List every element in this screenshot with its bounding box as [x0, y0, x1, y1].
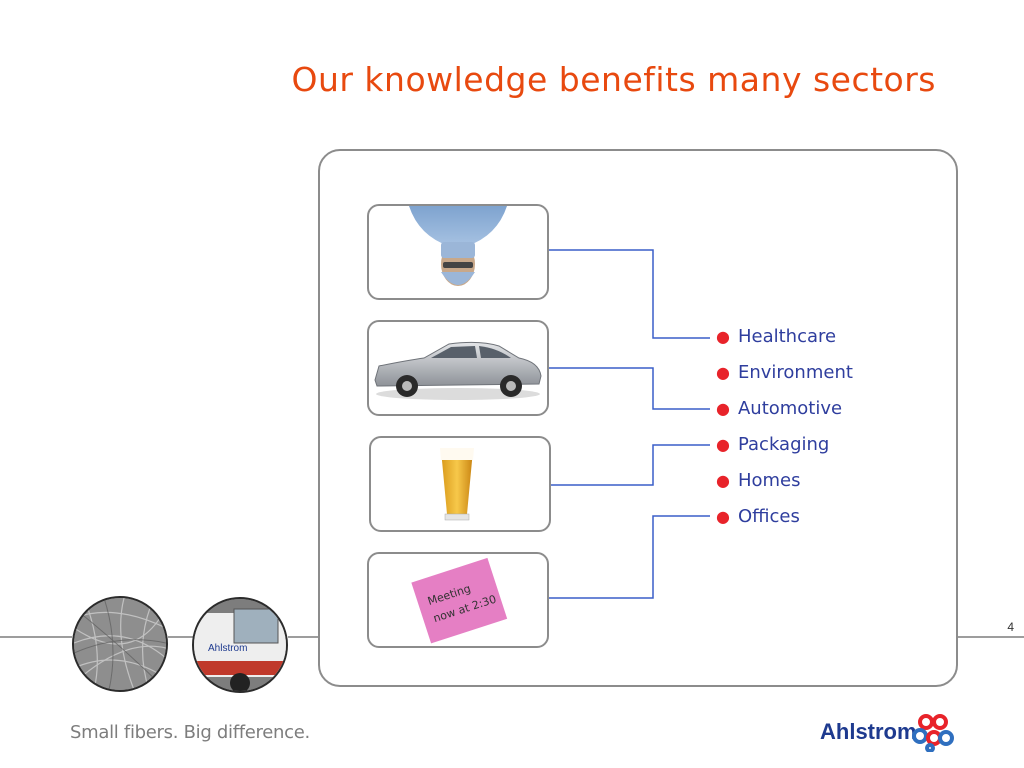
sector-label: Environment	[737, 362, 853, 383]
page-number: 4	[1007, 620, 1014, 634]
truck-image: Ahlstrom	[192, 597, 288, 693]
bullet-icon: ●	[716, 435, 730, 454]
list-item: ● Packaging	[716, 432, 853, 468]
sector-label: Offices	[737, 506, 800, 527]
list-item: ● Homes	[716, 468, 853, 504]
brand-logo-text: Ahlstrom	[820, 719, 917, 744]
car-image	[367, 320, 549, 416]
sector-label: Automotive	[737, 398, 843, 419]
divider-line	[288, 636, 318, 638]
truck-logo-text: Ahlstrom	[208, 643, 247, 654]
bullet-icon: ●	[716, 471, 730, 490]
beer-glass-image	[369, 436, 551, 532]
list-item: ● Environment	[716, 360, 853, 396]
list-item: ● Healthcare	[716, 324, 853, 360]
connector-packaging	[549, 444, 710, 486]
sector-label: Homes	[737, 470, 801, 491]
sector-list: ● Healthcare ● Environment ● Automotive ● Pa…	[716, 324, 853, 540]
connector-offices	[547, 515, 710, 599]
divider-line	[168, 636, 194, 638]
list-item: ● Automotive	[716, 396, 853, 432]
divider-line	[0, 636, 72, 638]
sector-label: Packaging	[737, 434, 830, 455]
surgeon-image	[367, 204, 549, 300]
bullet-icon: ●	[716, 363, 730, 382]
tagline: Small fibers. Big difference.	[70, 722, 310, 743]
divider-line	[956, 636, 1024, 638]
bullet-icon: ●	[716, 507, 730, 526]
page-title: Our knowledge benefits many sectors	[291, 60, 936, 99]
sector-label: Healthcare	[737, 326, 837, 347]
connector-healthcare	[547, 249, 710, 339]
connector-automotive	[547, 367, 710, 410]
brand-logo-icon	[912, 714, 954, 752]
fiber-texture-image	[72, 596, 168, 692]
bullet-icon: ●	[716, 399, 730, 418]
sticky-note-image: Meeting now at 2:30	[367, 552, 549, 648]
list-item: ● Offices	[716, 504, 853, 540]
bullet-icon: ●	[716, 327, 730, 346]
